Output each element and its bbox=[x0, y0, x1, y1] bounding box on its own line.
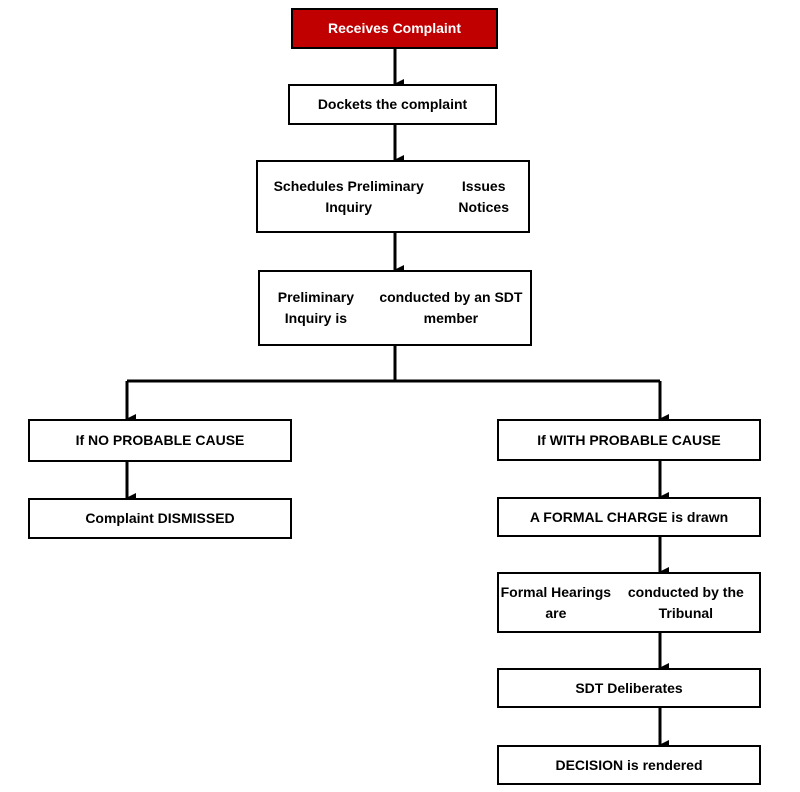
node-text-line: If NO PROBABLE CAUSE bbox=[75, 432, 245, 448]
node-decision-rendered: DECISION is rendered bbox=[497, 745, 761, 785]
node-text-line: Complaint DISMISSED bbox=[85, 510, 235, 526]
node-text-line: DECISION is rendered bbox=[555, 756, 703, 773]
node-preliminary-inquiry: Preliminary Inquiry is conducted by an SD… bbox=[258, 270, 532, 346]
node-text-line: Preliminary Inquiry is bbox=[277, 289, 355, 326]
node-text-line: Formal Hearings are bbox=[500, 583, 612, 621]
node-text-line: A FORMAL CHARGE is drawn bbox=[529, 508, 729, 525]
node-sdt-deliberates: SDT Deliberates bbox=[497, 668, 761, 708]
node-text-line: SDT Deliberates bbox=[575, 679, 683, 696]
node-with-probable-cause: If WITH PROBABLE CAUSE bbox=[497, 419, 761, 461]
node-text-line: conducted by an SDT member bbox=[379, 289, 523, 326]
node-formal-hearings: Formal Hearings are conducted by the Trib… bbox=[497, 572, 761, 633]
node-dockets-complaint: Dockets the complaint bbox=[288, 84, 497, 125]
node-text-line: If WITH PROBABLE CAUSE bbox=[537, 431, 721, 448]
node-formal-charge: A FORMAL CHARGE is drawn bbox=[497, 497, 761, 537]
node-text-line: Schedules Preliminary Inquiry bbox=[273, 177, 424, 215]
node-schedules-inquiry: Schedules Preliminary Inquiry Issues Noti… bbox=[256, 160, 530, 233]
node-no-probable-cause: If NO PROBABLE CAUSE bbox=[28, 419, 292, 462]
node-complaint-dismissed: Complaint DISMISSED bbox=[28, 498, 292, 539]
node-text-line: Issues Notices bbox=[458, 177, 509, 215]
node-text-line: Receives Complaint bbox=[327, 20, 462, 36]
node-text-line: conducted by the Tribunal bbox=[627, 583, 744, 621]
node-text-line: Dockets the complaint bbox=[317, 96, 468, 112]
node-receives-complaint: Receives Complaint bbox=[291, 8, 498, 49]
